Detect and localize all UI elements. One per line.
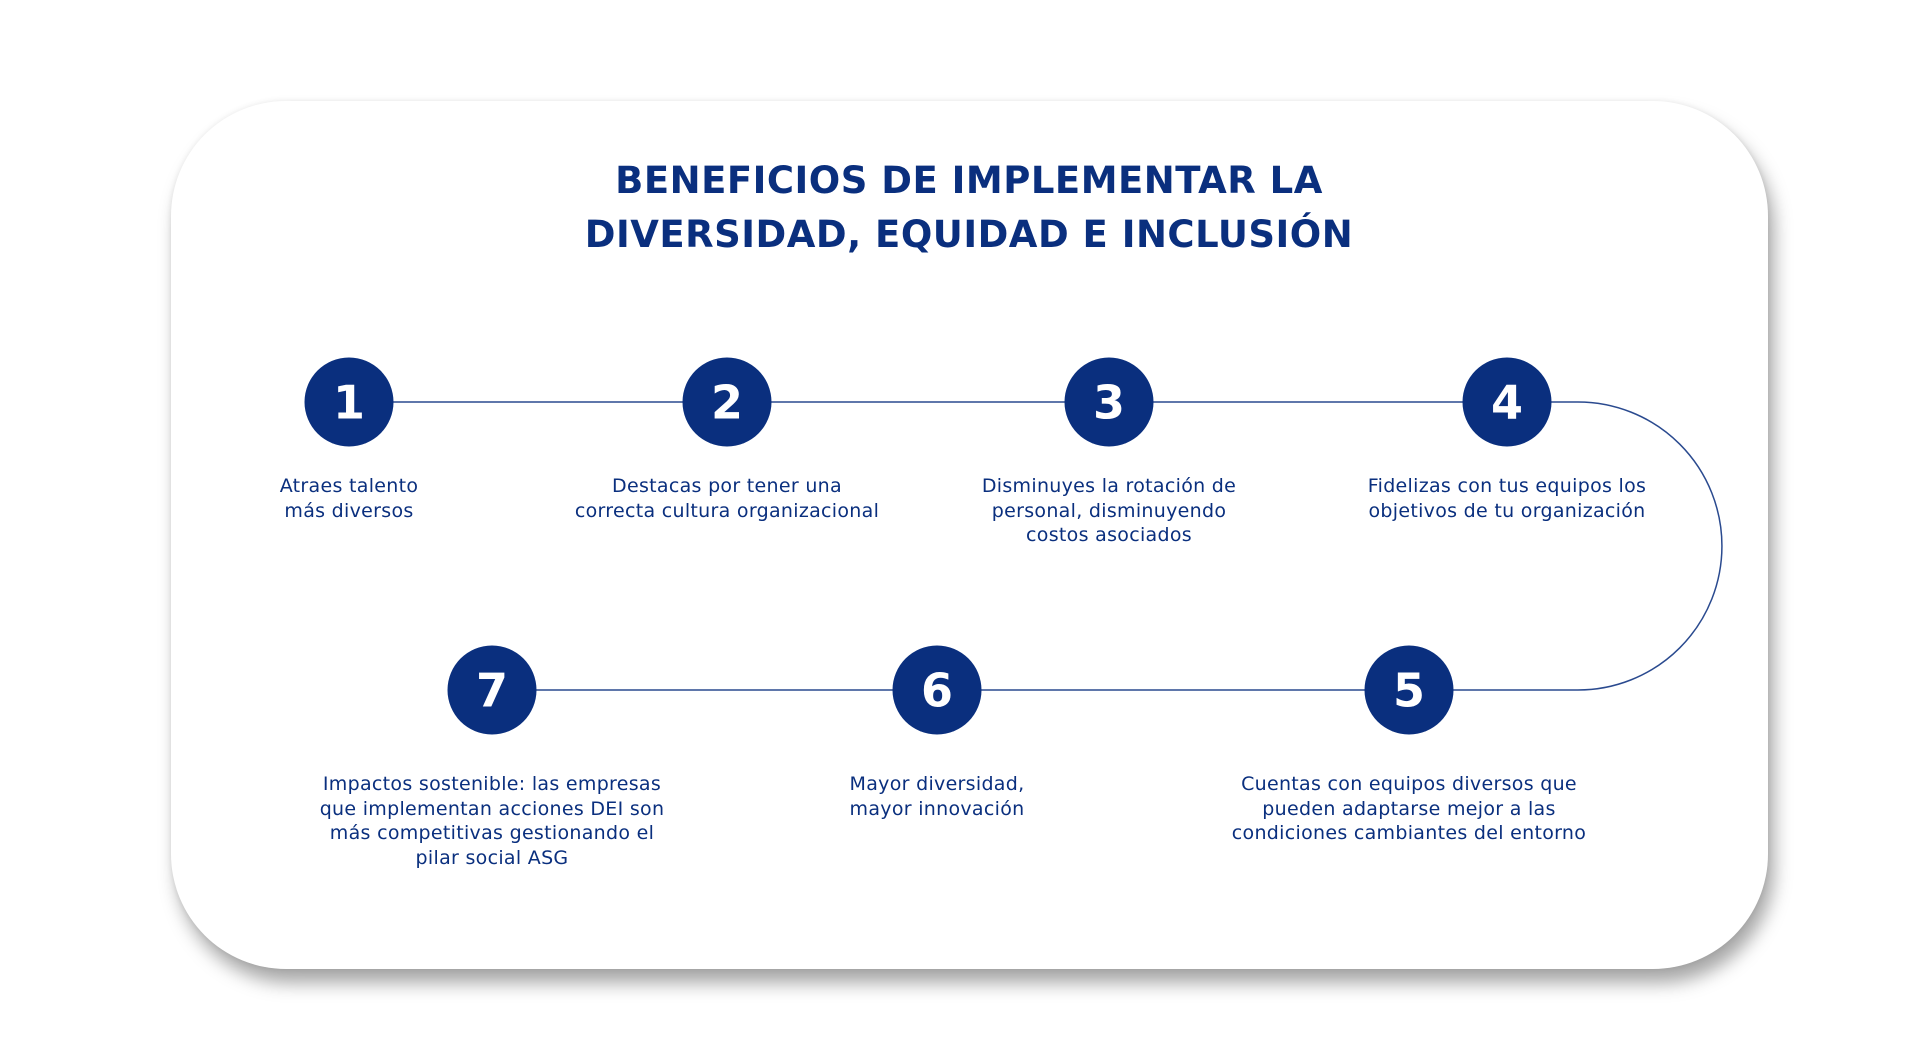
step-3-line-3: costos asociados bbox=[1026, 524, 1192, 546]
title-line-2: DIVERSIDAD, EQUIDAD E INCLUSIÓN bbox=[584, 213, 1354, 256]
step-7-line-1: Impactos sostenible: las empresas bbox=[322, 773, 662, 795]
step-3-circle: 3 bbox=[1064, 357, 1154, 447]
step-5-line-1: Cuentas con equipos diversos que bbox=[1241, 773, 1577, 795]
step-4-circle: 4 bbox=[1462, 357, 1552, 447]
step-7-line-3: más competitivas gestionando el bbox=[329, 822, 655, 844]
step-7-line-4: pilar social ASG bbox=[415, 846, 569, 869]
step-4-number: 4 bbox=[1490, 375, 1523, 429]
step-5-circle: 5 bbox=[1364, 645, 1454, 735]
step-6-line-1: Mayor diversidad, bbox=[849, 773, 1025, 795]
step-6-circle: 6 bbox=[892, 645, 982, 735]
step-6-number: 6 bbox=[920, 663, 953, 717]
step-1-line-2: más diversos bbox=[284, 499, 414, 522]
step-2-text: Destacas por tener una correcta cultura … bbox=[527, 474, 927, 523]
step-2-circle: 2 bbox=[682, 357, 772, 447]
step-4-line-1: Fidelizas con tus equipos los bbox=[1367, 475, 1647, 497]
step-1-line-1: Atraes talento bbox=[279, 475, 419, 497]
step-1-circle: 1 bbox=[304, 357, 394, 447]
step-5-line-3: condiciones cambiantes del entorno bbox=[1231, 822, 1587, 844]
step-4-line-2: objetivos de tu organización bbox=[1368, 499, 1646, 522]
page-title: BENEFICIOS DE IMPLEMENTAR LA DIVERSIDAD,… bbox=[0, 154, 1920, 262]
step-1-text: Atraes talento más diversos bbox=[149, 474, 549, 523]
step-7-circle: 7 bbox=[447, 645, 537, 735]
step-7-line-2: que implementan acciones DEI son bbox=[319, 797, 665, 820]
step-2-line-1: Destacas por tener una bbox=[612, 475, 842, 497]
step-7-number: 7 bbox=[475, 663, 508, 717]
step-4-text: Fidelizas con tus equipos los objetivos … bbox=[1307, 474, 1707, 523]
content-card bbox=[171, 101, 1768, 969]
step-1-number: 1 bbox=[332, 375, 365, 429]
step-6-text: Mayor diversidad, mayor innovación bbox=[737, 772, 1137, 821]
step-7-text: Impactos sostenible: las empresas que im… bbox=[292, 772, 692, 870]
step-5-line-2: pueden adaptarse mejor a las bbox=[1262, 797, 1556, 820]
step-5-number: 5 bbox=[1392, 663, 1425, 717]
step-2-number: 2 bbox=[710, 375, 743, 429]
title-line-1: BENEFICIOS DE IMPLEMENTAR LA bbox=[615, 159, 1323, 202]
step-5-text: Cuentas con equipos diversos que pueden … bbox=[1209, 772, 1609, 846]
step-3-line-1: Disminuyes la rotación de bbox=[981, 475, 1237, 497]
connector-curve bbox=[1577, 401, 1723, 691]
step-3-text: Disminuyes la rotación de personal, dism… bbox=[909, 474, 1309, 548]
step-6-line-2: mayor innovación bbox=[849, 797, 1025, 820]
step-3-number: 3 bbox=[1092, 375, 1125, 429]
step-3-line-2: personal, disminuyendo bbox=[991, 499, 1227, 522]
step-2-line-2: correcta cultura organizacional bbox=[574, 499, 880, 522]
